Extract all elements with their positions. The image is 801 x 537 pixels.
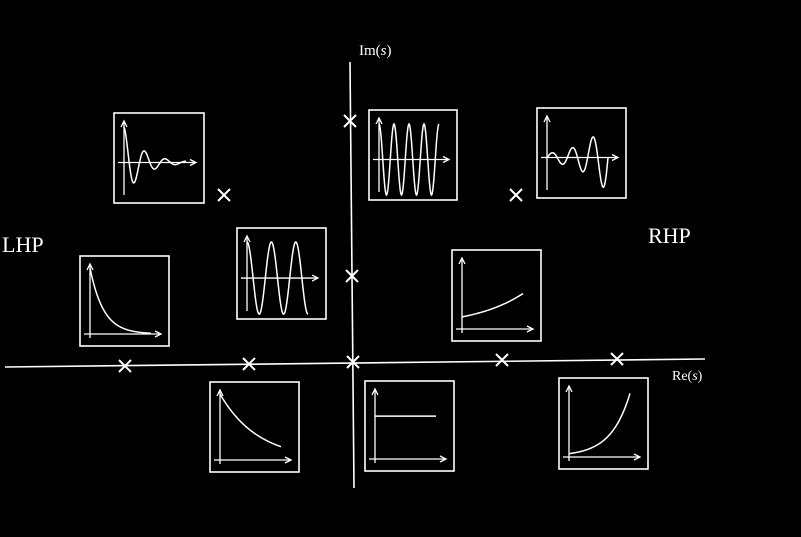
response-frame: [79, 255, 170, 347]
response-time-arrow: [526, 325, 535, 333]
response-constant: [364, 380, 455, 472]
response-time-arrow: [154, 330, 163, 338]
response-time-arrow: [439, 455, 448, 463]
response-frame: [536, 107, 627, 199]
response-time-arrow: [442, 155, 451, 164]
response-vertical-arrow: [543, 114, 551, 123]
pole-real-near-left: [242, 357, 256, 371]
pole-lhp-complex-damped: [217, 188, 231, 202]
response-sustained-oscillation-high: [368, 109, 458, 201]
response-vertical-arrow: [120, 119, 128, 128]
pole-real-far-right: [610, 352, 624, 366]
pole-cross-stroke: [242, 357, 256, 371]
response-curve: [123, 126, 187, 184]
response-curve: [246, 241, 309, 315]
response-fast-decay: [79, 255, 170, 347]
response-curve: [461, 292, 524, 318]
response-time-arrow: [189, 158, 198, 167]
pole-real-far-left: [118, 359, 132, 373]
response-curve: [219, 393, 282, 448]
response-time-arrow: [284, 456, 293, 464]
response-frame: [451, 249, 542, 342]
pole-real-near-right: [495, 353, 509, 367]
left-half-plane-label: LHP: [2, 232, 44, 257]
response-vertical-arrow: [375, 116, 383, 125]
responses-layer: [79, 107, 649, 473]
pole-cross-stroke: [346, 355, 360, 369]
response-growing-oscillation: [536, 107, 627, 199]
pole-cross-stroke: [118, 359, 132, 373]
response-time-arrow: [311, 274, 320, 282]
response-time-arrow: [633, 453, 642, 461]
pole-cross-stroke: [343, 114, 357, 128]
pole-imag-axis-high: [343, 114, 357, 128]
response-frame: [209, 381, 300, 473]
response-vertical-arrow: [565, 384, 573, 393]
pole-cross-stroke: [509, 188, 523, 202]
response-frame: [558, 377, 649, 470]
response-sustained-oscillation-low: [236, 227, 327, 320]
response-frame: [368, 109, 458, 201]
pole-cross-stroke: [217, 188, 231, 202]
pole-rhp-complex-growing: [509, 188, 523, 202]
response-frame: [236, 227, 327, 320]
response-vertical-arrow: [216, 388, 224, 397]
response-frame: [364, 380, 455, 472]
response-curve: [89, 267, 152, 335]
response-curve: [568, 393, 631, 455]
pole-cross-stroke: [495, 353, 509, 367]
poles-layer: [118, 114, 624, 373]
response-slow-growth: [451, 249, 542, 342]
response-fast-growth: [558, 377, 649, 470]
pole-origin: [346, 355, 360, 369]
response-curve: [378, 122, 440, 197]
response-damped-oscillation: [113, 112, 205, 204]
response-time-arrow: [611, 153, 620, 162]
pole-cross-stroke: [345, 269, 359, 283]
response-vertical-arrow: [458, 256, 466, 265]
response-vertical-arrow: [86, 262, 94, 271]
response-vertical-arrow: [243, 234, 251, 243]
imaginary-axis-label: Im(s): [359, 43, 392, 59]
response-vertical-arrow: [371, 387, 379, 396]
pole-imag-axis-low: [345, 269, 359, 283]
response-slow-decay: [209, 381, 300, 473]
response-curve: [546, 136, 609, 189]
right-half-plane-label: RHP: [648, 223, 691, 248]
pole-cross-stroke: [610, 352, 624, 366]
real-axis-label: Re(s): [672, 369, 703, 384]
response-frame: [113, 112, 205, 204]
